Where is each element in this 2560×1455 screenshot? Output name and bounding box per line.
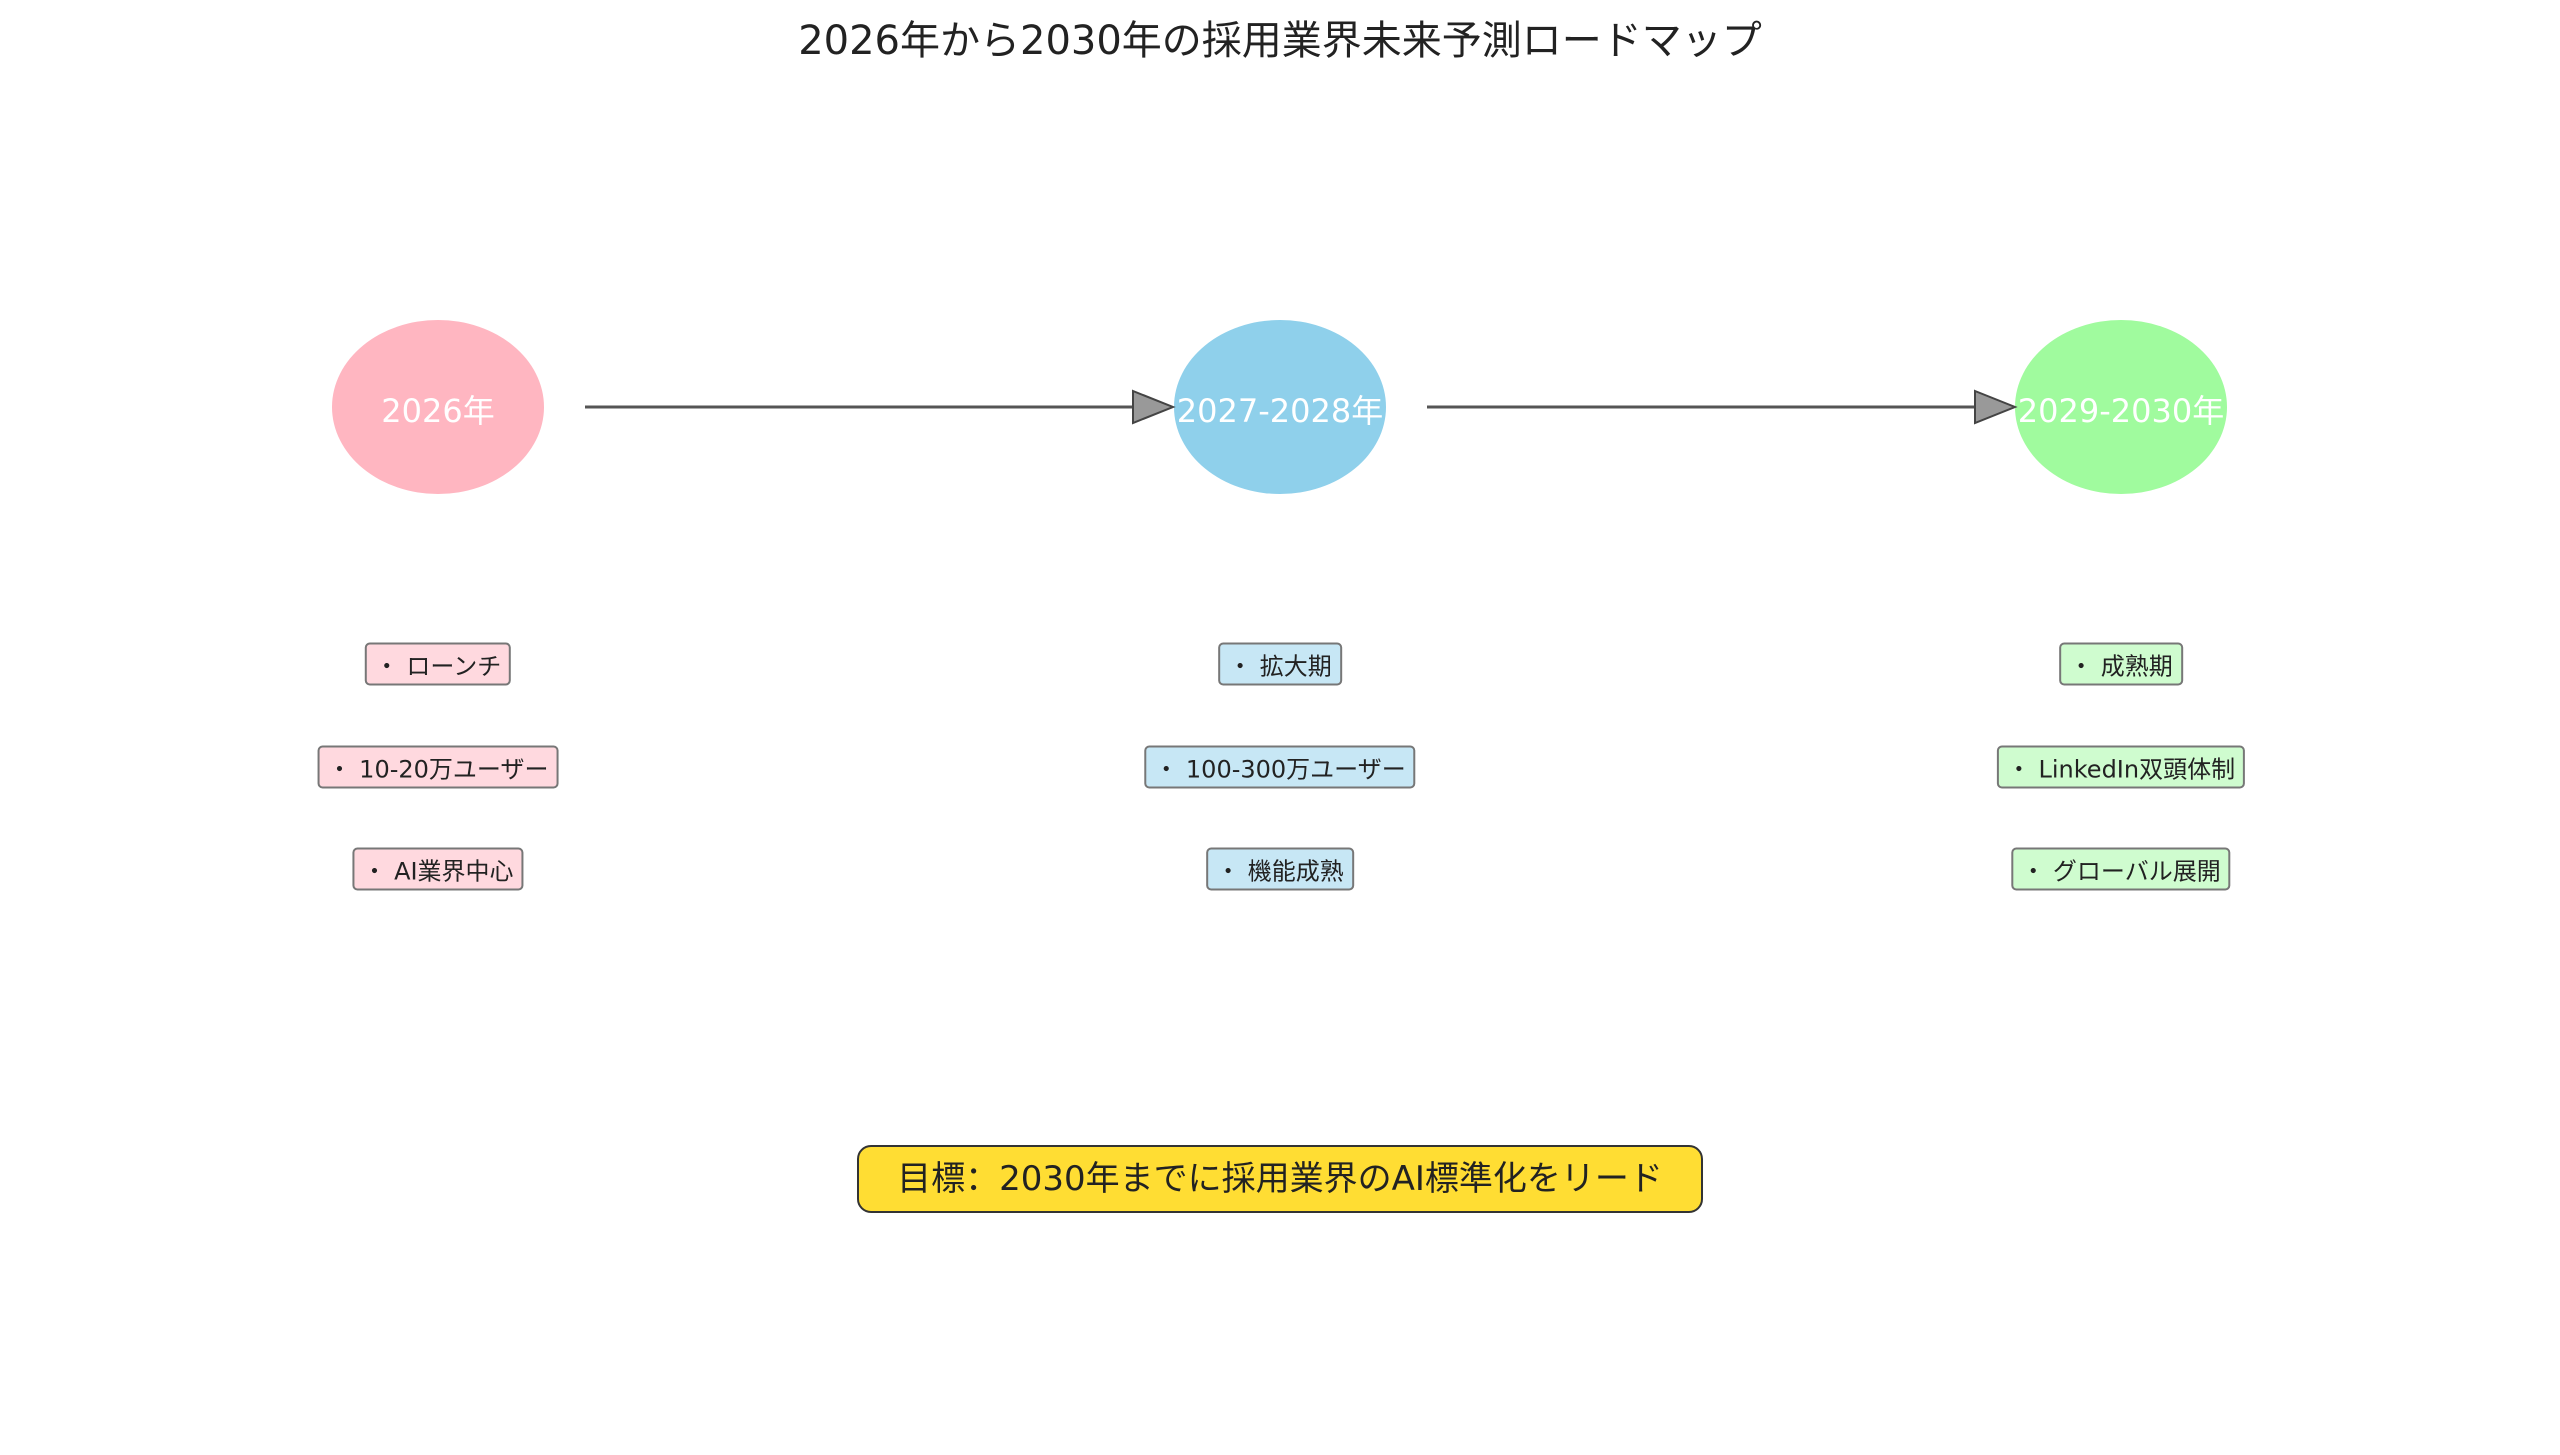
phase-1-item: ・ 10-20万ユーザー	[317, 745, 559, 789]
phase-1-item: ・ AI業界中心	[352, 847, 524, 891]
phase-3-label: 2029-2030年	[2017, 392, 2225, 430]
phase-1-label: 2026年	[381, 392, 495, 430]
phase-2-item: ・ 拡大期	[1218, 642, 1342, 686]
phase-3-item: ・ グローバル展開	[2011, 847, 2231, 891]
phase-3-item: ・ LinkedIn双頭体制	[1996, 745, 2246, 789]
arrow-2	[1427, 389, 2018, 425]
phase-1-circle	[332, 320, 544, 494]
phase-2-item: ・ 100-300万ユーザー	[1144, 745, 1416, 789]
phase-2-label: 2027-2028年	[1176, 392, 1384, 430]
diagram-title: 2026年から2030年の採用業界未来予測ロードマップ	[798, 18, 1762, 64]
phase-3-circle	[2015, 320, 2227, 494]
arrow-1	[585, 389, 1176, 425]
phase-3-item: ・ 成熟期	[2059, 642, 2183, 686]
phase-2-item: ・ 機能成熟	[1206, 847, 1354, 891]
goal-banner: 目標：2030年までに採用業界のAI標準化をリード	[857, 1145, 1703, 1213]
phase-2-circle	[1174, 320, 1386, 494]
phase-1-item: ・ ローンチ	[364, 642, 512, 686]
